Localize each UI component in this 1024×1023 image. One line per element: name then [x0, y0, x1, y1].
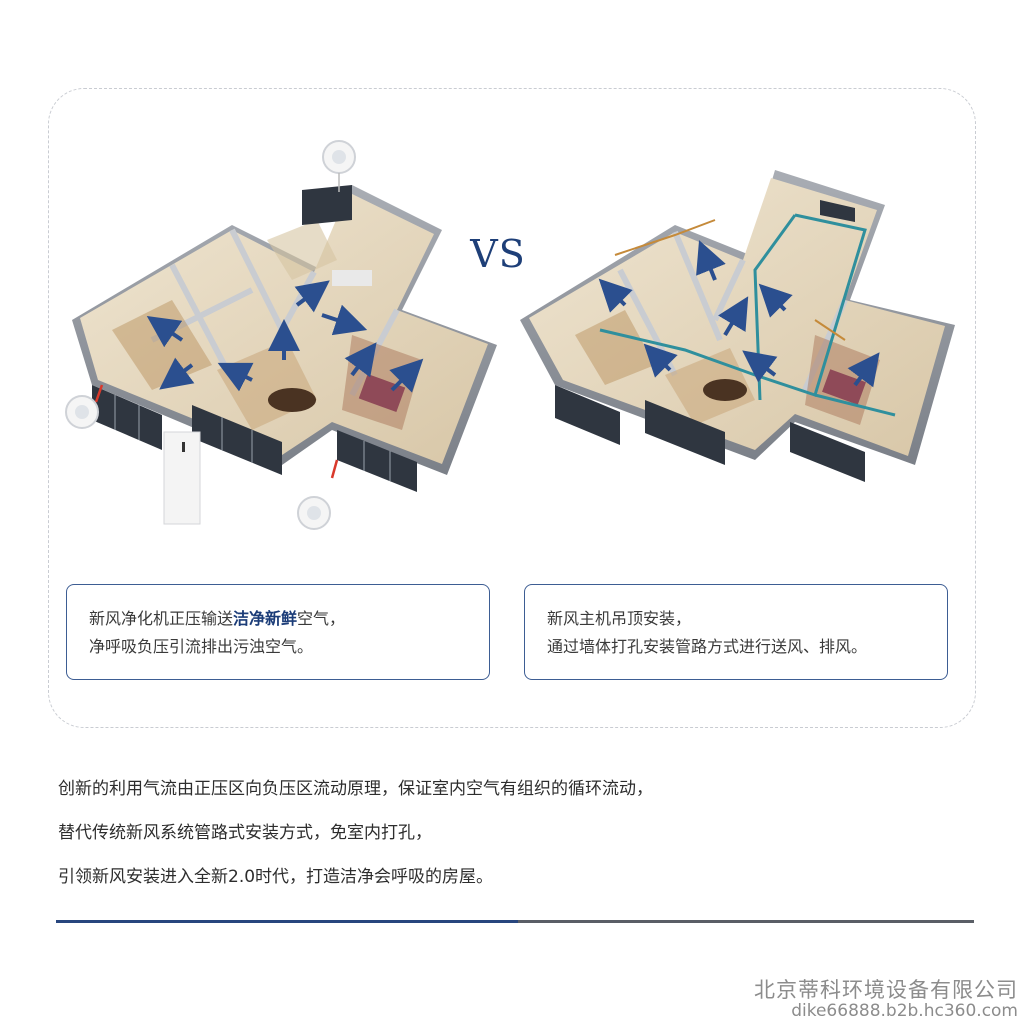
caption-prefix: 新风净化机正压输送 — [89, 609, 234, 628]
description: 创新的利用气流由正压区向负压区流动原理，保证室内空气有组织的循环流动， 替代传统… — [58, 775, 968, 907]
floorplan-ducted-illustration — [515, 160, 960, 530]
caption-suffix: 空气， — [297, 609, 346, 628]
caption-ducted-line1: 新风主机吊顶安装， — [547, 609, 692, 628]
description-line: 引领新风安装进入全新2.0时代，打造洁净会呼吸的房屋。 — [58, 867, 494, 887]
caption-ducted: 新风主机吊顶安装， 通过墙体打孔安装管路方式进行送风、排风。 — [524, 584, 948, 680]
caption-purifier-line1: 新风净化机正压输送洁净新鲜空气， — [89, 605, 467, 633]
caption-ducted-line2: 通过墙体打孔安装管路方式进行送风、排风。 — [547, 637, 868, 656]
watermark-company: 北京蒂科环境设备有限公司 — [754, 978, 1018, 1002]
divider-gray — [518, 920, 974, 923]
divider-blue — [56, 920, 518, 923]
caption-purifier: 新风净化机正压输送洁净新鲜空气， 净呼吸负压引流排出污浊空气。 — [66, 584, 490, 680]
vs-label: VS — [470, 232, 526, 276]
watermark-url: dike66888.b2b.hc360.com — [791, 1001, 1018, 1021]
description-line: 替代传统新风系统管路式安装方式，免室内打孔， — [58, 823, 432, 843]
caption-highlight: 洁净新鲜 — [233, 609, 298, 628]
caption-purifier-line2: 净呼吸负压引流排出污浊空气。 — [89, 637, 314, 656]
floorplan-purifier-illustration — [52, 130, 507, 530]
description-line: 创新的利用气流由正压区向负压区流动原理，保证室内空气有组织的循环流动， — [58, 779, 653, 799]
